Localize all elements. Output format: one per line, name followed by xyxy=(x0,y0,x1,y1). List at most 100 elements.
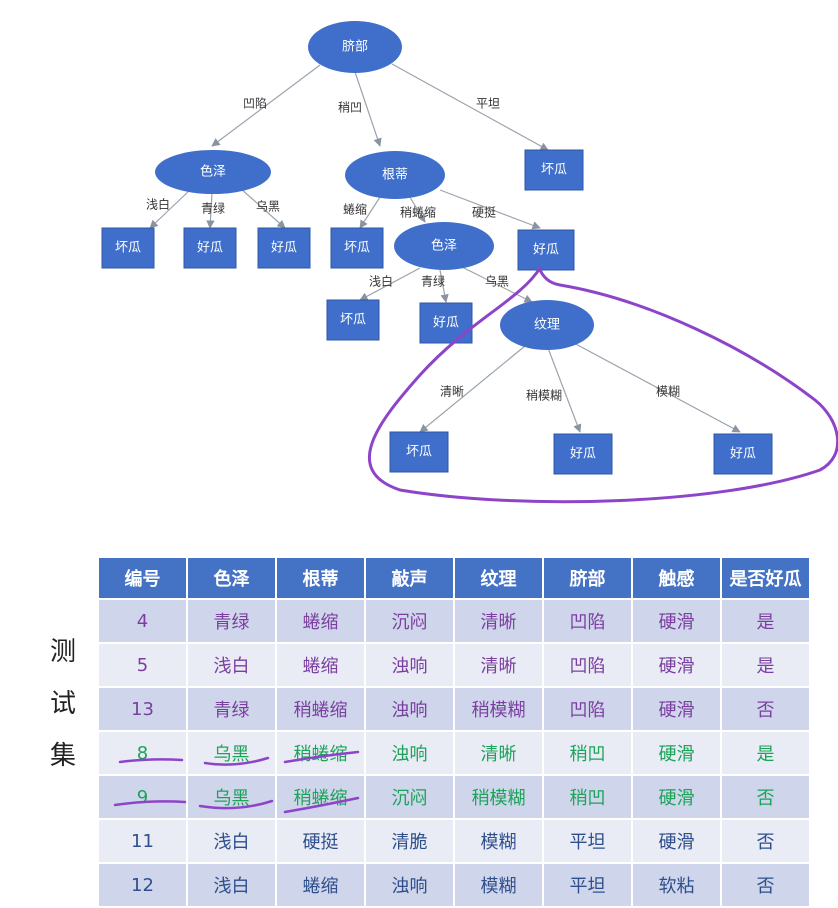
table-cell: 清晰 xyxy=(453,642,544,688)
leaf-label: 坏瓜 xyxy=(344,241,370,256)
table-cell: 浊响 xyxy=(364,642,455,688)
column-header: 敲声 xyxy=(364,556,455,600)
leaf-color2-1: 坏瓜 xyxy=(326,299,380,341)
leaf-label: 好瓜 xyxy=(730,447,756,462)
table-cell: 稍蜷缩 xyxy=(275,774,366,820)
edge-stem-to-stiff xyxy=(439,189,541,230)
table-cell: 清晰 xyxy=(453,598,544,644)
leaf-label: 好瓜 xyxy=(433,316,459,331)
node-stem: 根蒂 xyxy=(345,151,445,199)
table-cell: 稍模糊 xyxy=(453,774,544,820)
leaf-color2-2: 好瓜 xyxy=(419,302,473,344)
side-char: 集 xyxy=(49,741,76,771)
leaf-label: 坏瓜 xyxy=(406,445,432,460)
edge-root-to-flat xyxy=(391,63,549,151)
table-row: 13 青绿 稍蜷缩 浊响 稍模糊 凹陷 硬滑 否 xyxy=(97,686,811,732)
table-cell: 软粘 xyxy=(631,862,722,908)
edge-label: 模糊 xyxy=(656,384,680,399)
leaf-label: 好瓜 xyxy=(570,447,596,462)
table-cell: 平坦 xyxy=(542,862,633,908)
tree-edges xyxy=(149,63,741,433)
table-cell: 沉闷 xyxy=(364,598,455,644)
side-char: 试 xyxy=(49,689,76,719)
table-cell: 浅白 xyxy=(186,642,277,688)
edge-color2-to-texture xyxy=(459,265,533,303)
table-cell: 浊响 xyxy=(364,730,455,776)
column-header: 触感 xyxy=(631,556,722,600)
annotation-circle xyxy=(367,266,838,504)
edge-color1-to-leaf3 xyxy=(239,187,286,229)
column-header: 是否好瓜 xyxy=(720,556,811,600)
edge-label: 青绿 xyxy=(421,274,445,289)
table-cell: 5 xyxy=(97,642,188,688)
table-cell: 乌黑 xyxy=(186,730,277,776)
table-cell: 硬滑 xyxy=(631,642,722,688)
edge-label: 稍凹 xyxy=(338,101,362,115)
table-cell: 12 xyxy=(97,862,188,908)
leaf-flat: 坏瓜 xyxy=(524,149,584,191)
node-label: 纹理 xyxy=(534,318,560,333)
edge-root-to-color1 xyxy=(211,64,321,147)
table-cell: 稍凹 xyxy=(542,730,633,776)
table-row: 8 乌黑 稍蜷缩 浊响 清晰 稍凹 硬滑 是 xyxy=(97,730,811,776)
leaf-color1-1: 坏瓜 xyxy=(101,227,155,269)
table-cell: 平坦 xyxy=(542,818,633,864)
edge-label: 稍模糊 xyxy=(526,388,562,403)
edge-label: 乌黑 xyxy=(485,274,509,289)
table-cell: 硬滑 xyxy=(631,818,722,864)
table-row: 11 浅白 硬挺 清脆 模糊 平坦 硬滑 否 xyxy=(97,818,811,864)
node-label: 色泽 xyxy=(200,164,226,180)
table-cell: 蜷缩 xyxy=(275,642,366,688)
leaf-label: 好瓜 xyxy=(533,243,559,258)
leaf-texture-1: 坏瓜 xyxy=(389,431,449,473)
table-row: 9 乌黑 稍蜷缩 沉闷 稍模糊 稍凹 硬滑 否 xyxy=(97,774,811,820)
table-cell: 凹陷 xyxy=(542,598,633,644)
table-cell: 凹陷 xyxy=(542,642,633,688)
edge-color1-to-leaf1 xyxy=(149,189,191,229)
table-row: 5 浅白 蜷缩 浊响 清晰 凹陷 硬滑 是 xyxy=(97,642,811,688)
table-cell: 否 xyxy=(720,774,811,820)
table-row: 4 青绿 蜷缩 沉闷 清晰 凹陷 硬滑 是 xyxy=(97,598,811,644)
table-cell: 硬挺 xyxy=(275,818,366,864)
leaf-label: 好瓜 xyxy=(271,241,297,256)
column-header: 根蒂 xyxy=(275,556,366,600)
leaf-label: 坏瓜 xyxy=(115,241,141,256)
leaf-stem-curl: 坏瓜 xyxy=(330,227,384,269)
table-cell: 否 xyxy=(720,862,811,908)
table-cell: 是 xyxy=(720,642,811,688)
edge-label: 青绿 xyxy=(201,201,225,216)
edge-label: 稍蜷缩 xyxy=(400,205,436,220)
table-cell: 乌黑 xyxy=(186,774,277,820)
edge-label: 清晰 xyxy=(440,385,464,399)
table-cell: 硬滑 xyxy=(631,774,722,820)
node-label: 根蒂 xyxy=(382,168,408,183)
table-cell: 蜷缩 xyxy=(275,598,366,644)
leaf-texture-3: 好瓜 xyxy=(713,433,773,475)
leaf-texture-2: 好瓜 xyxy=(553,433,613,475)
leaf-color1-3: 好瓜 xyxy=(257,227,311,269)
leaf-stem-stiff: 好瓜 xyxy=(517,229,575,271)
table-cell: 浊响 xyxy=(364,862,455,908)
column-header: 纹理 xyxy=(453,556,544,600)
table-cell: 11 xyxy=(97,818,188,864)
table-cell: 是 xyxy=(720,730,811,776)
table-cell: 模糊 xyxy=(453,818,544,864)
edge-label: 乌黑 xyxy=(256,199,280,214)
table-cell: 稍凹 xyxy=(542,774,633,820)
table-cell: 硬滑 xyxy=(631,598,722,644)
edge-label: 硬挺 xyxy=(472,205,496,220)
edge-stem-to-curl xyxy=(359,193,383,229)
edge-color1-to-leaf2 xyxy=(206,192,215,229)
table-cell: 13 xyxy=(97,686,188,732)
table-cell: 浊响 xyxy=(364,686,455,732)
side-char: 测 xyxy=(49,637,76,667)
edge-label: 凹陷 xyxy=(243,96,267,111)
edge-color2-to-leaf1 xyxy=(359,267,421,301)
leaf-label: 坏瓜 xyxy=(541,163,567,178)
table-cell: 模糊 xyxy=(453,862,544,908)
table-cell: 沉闷 xyxy=(364,774,455,820)
edge-stem-to-color2 xyxy=(407,193,426,223)
edge-texture-to-leaf1 xyxy=(419,345,526,433)
leaf-color1-2: 好瓜 xyxy=(183,227,237,269)
edge-label: 浅白 xyxy=(369,274,393,289)
